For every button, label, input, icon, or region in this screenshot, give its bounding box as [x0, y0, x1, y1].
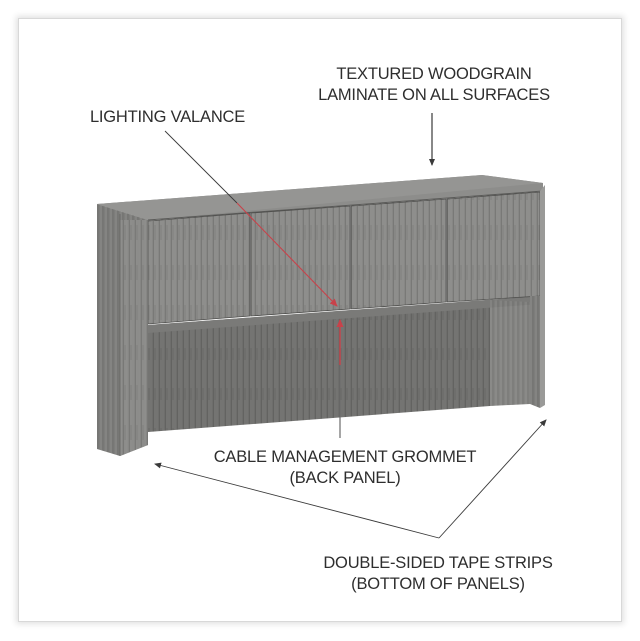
callout-woodgrain-line-1: TEXTURED WOODGRAIN: [336, 65, 532, 83]
lighting-arrow-lower: [236, 202, 338, 307]
callout-lighting-line-1: LIGHTING VALANCE: [89, 108, 246, 126]
door-1: [147, 212, 251, 325]
hutch-left-side: [97, 204, 148, 456]
callout-grommet-line-2: (BACK PANEL): [289, 469, 401, 487]
hutch-right-side: [530, 185, 545, 408]
callout-tape-line-2: (BOTTOM OF PANELS): [351, 575, 525, 593]
callout-tape-strips: DOUBLE-SIDED TAPE STRIPS (BOTTOM OF PANE…: [313, 553, 563, 595]
hutch-doors: [147, 191, 541, 325]
callout-woodgrain: TEXTURED WOODGRAIN LAMINATE ON ALL SURFA…: [309, 64, 559, 106]
door-4: [446, 191, 541, 303]
callout-grommet-line-1: CABLE MANAGEMENT GROMMET: [213, 448, 477, 466]
door-3: [350, 198, 447, 310]
tape-arrow-right: [438, 419, 547, 539]
callout-tape-line-1: DOUBLE-SIDED TAPE STRIPS: [323, 554, 553, 572]
hutch-top: [97, 175, 544, 221]
tape-arrow-left: [154, 462, 440, 539]
callout-lighting-valance: LIGHTING VALANCE: [80, 107, 255, 128]
lighting-arrow-upper: [164, 130, 238, 204]
callout-woodgrain-line-2: LAMINATE ON ALL SURFACES: [318, 86, 550, 104]
door-2: [250, 205, 351, 317]
hutch-back-panel: [148, 296, 540, 432]
leader-lines: [154, 113, 547, 539]
callout-cable-grommet: CABLE MANAGEMENT GROMMET (BACK PANEL): [200, 447, 490, 489]
